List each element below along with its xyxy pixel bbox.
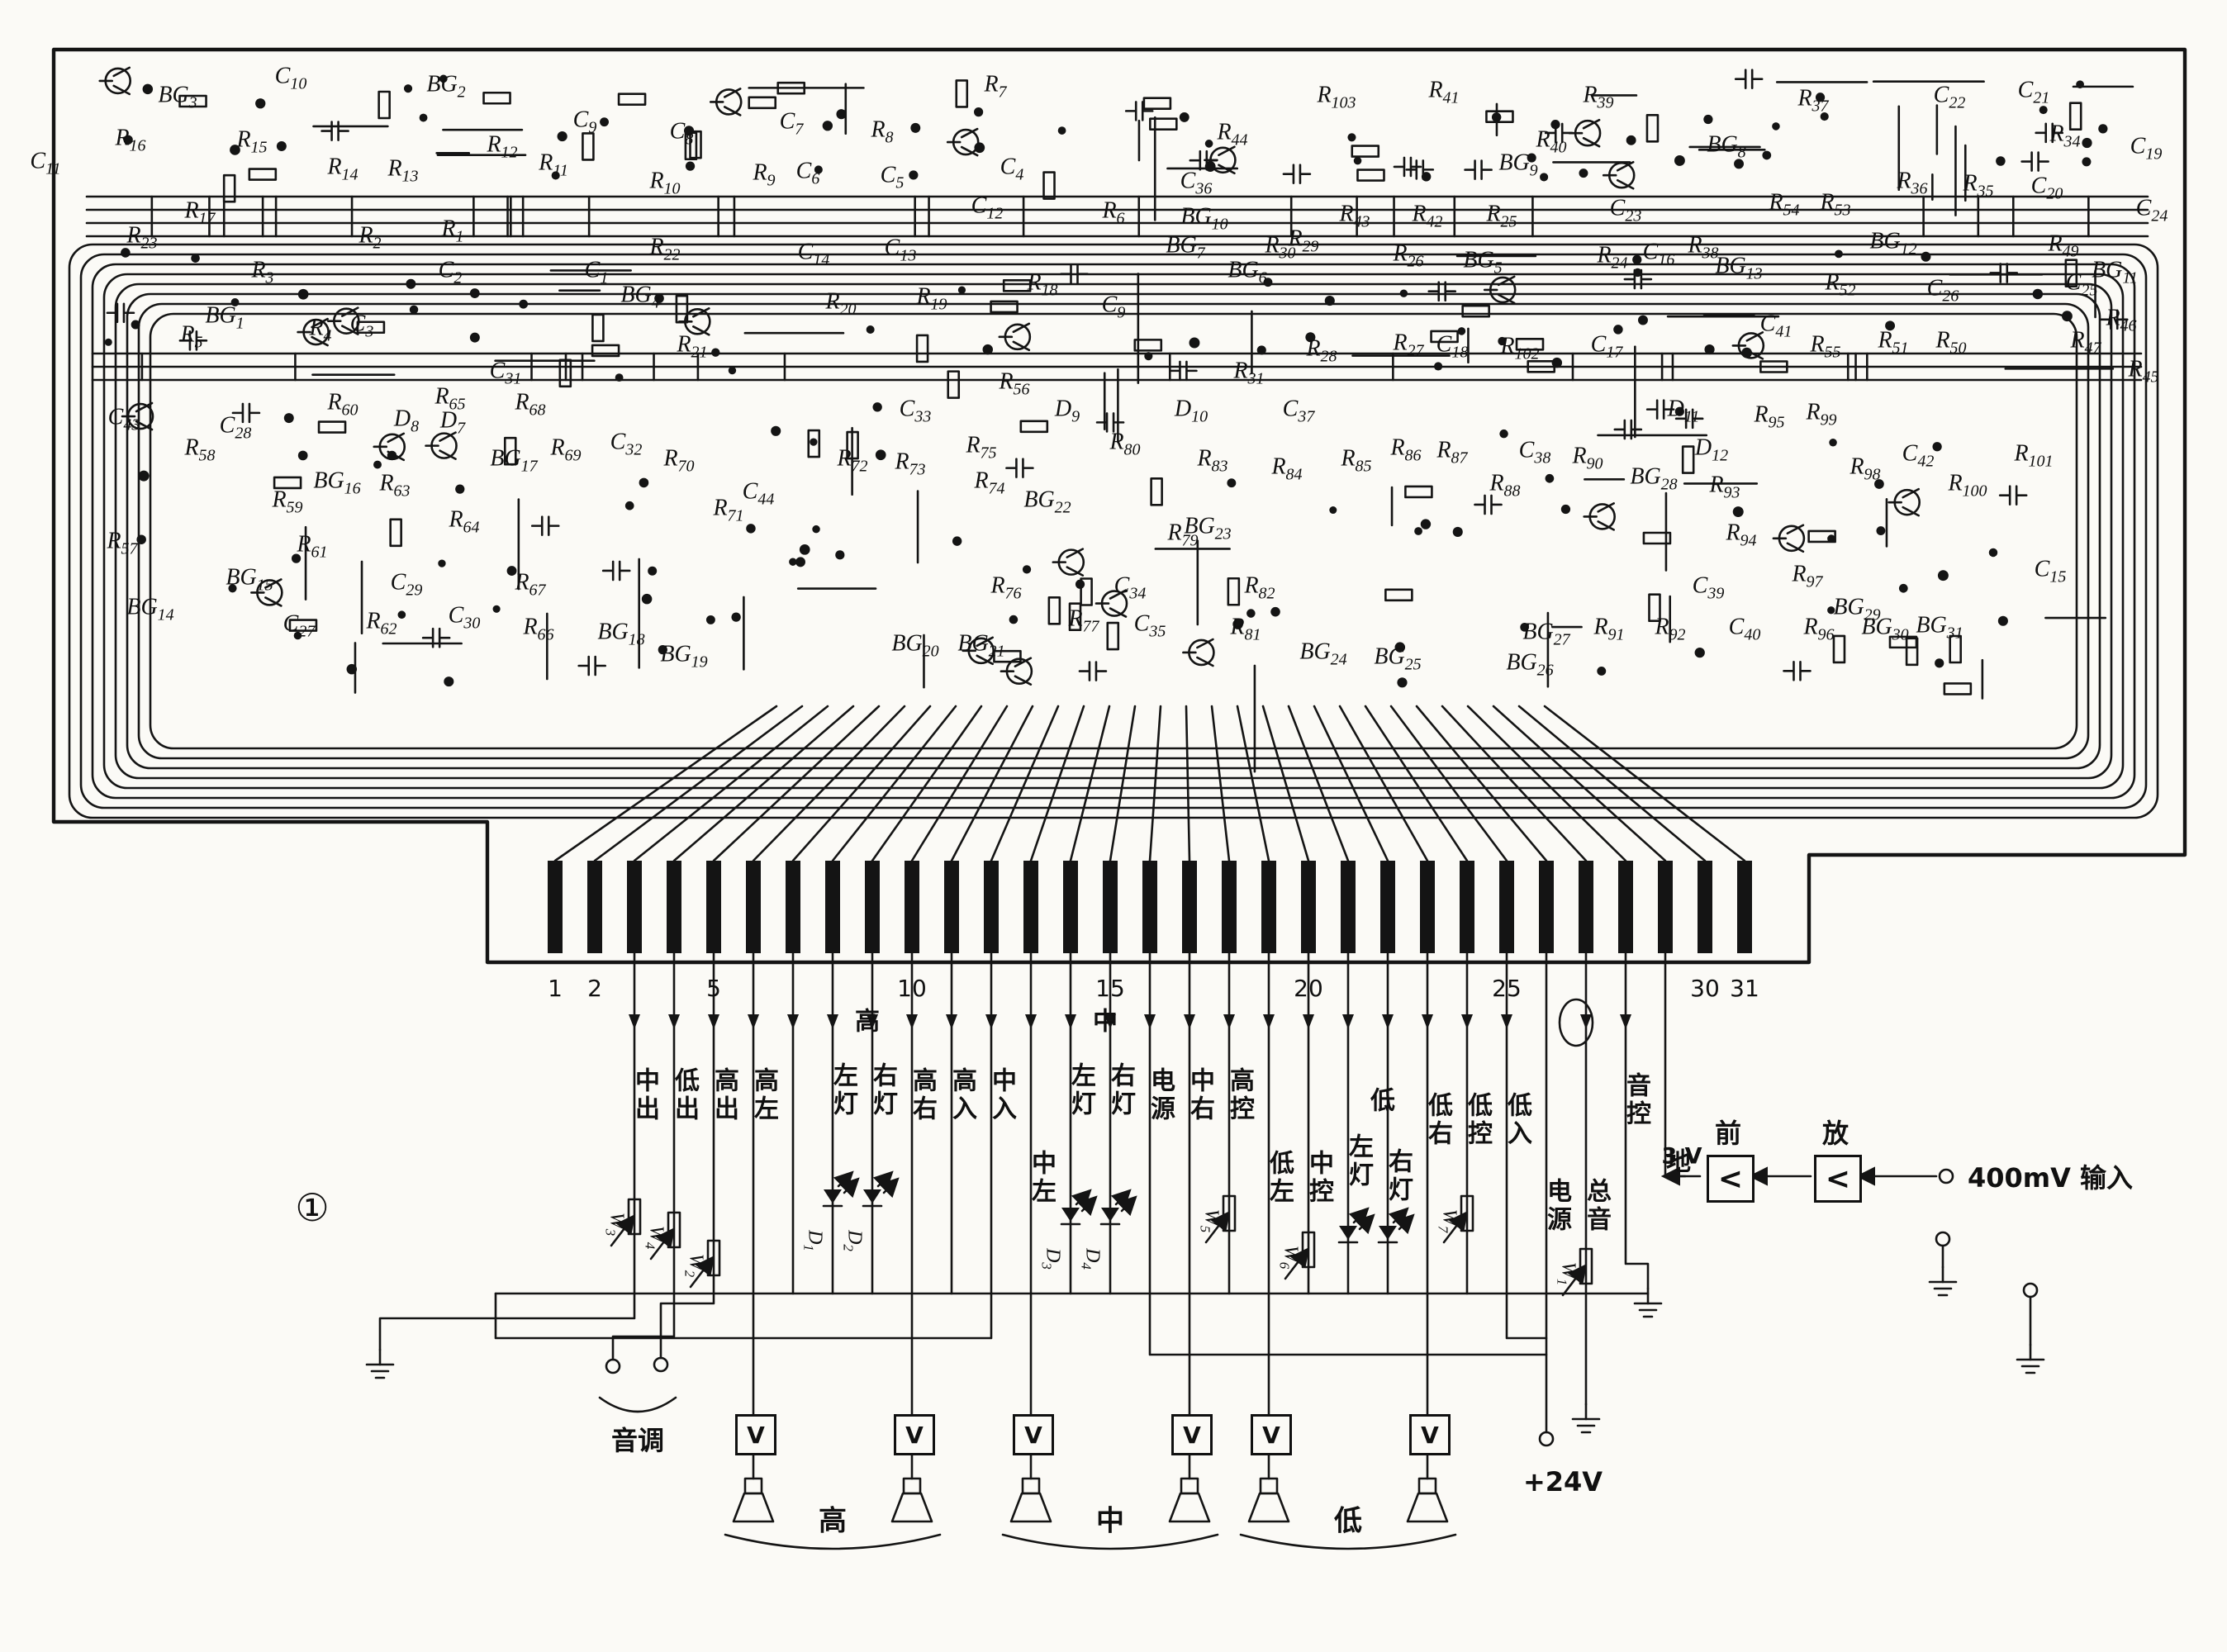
board-outline bbox=[51, 47, 2187, 965]
figure-number: ① bbox=[295, 1185, 330, 1230]
meter-box: V bbox=[1251, 1414, 1292, 1455]
amp-symbol: < bbox=[1825, 1161, 1851, 1196]
power-amp-label: 放 bbox=[1821, 1118, 1850, 1149]
meter-box: V bbox=[735, 1414, 776, 1455]
input-signal-label: 400mV 输入 bbox=[1968, 1162, 2134, 1194]
meter-box: V bbox=[1409, 1414, 1451, 1455]
power-amp-box: < bbox=[1814, 1155, 1862, 1203]
meter-box: V bbox=[1171, 1414, 1213, 1455]
preamp-box: < bbox=[1707, 1155, 1755, 1203]
amp-symbol: < bbox=[1717, 1161, 1744, 1196]
bias-voltage-label: 3 V bbox=[1661, 1143, 1702, 1170]
tone-control-label: 音调 bbox=[610, 1425, 665, 1456]
meter-box: V bbox=[894, 1414, 935, 1455]
power-supply-label: +24V bbox=[1522, 1466, 1603, 1498]
preamp-label: 前 bbox=[1714, 1118, 1742, 1149]
meter-box: V bbox=[1013, 1414, 1054, 1455]
